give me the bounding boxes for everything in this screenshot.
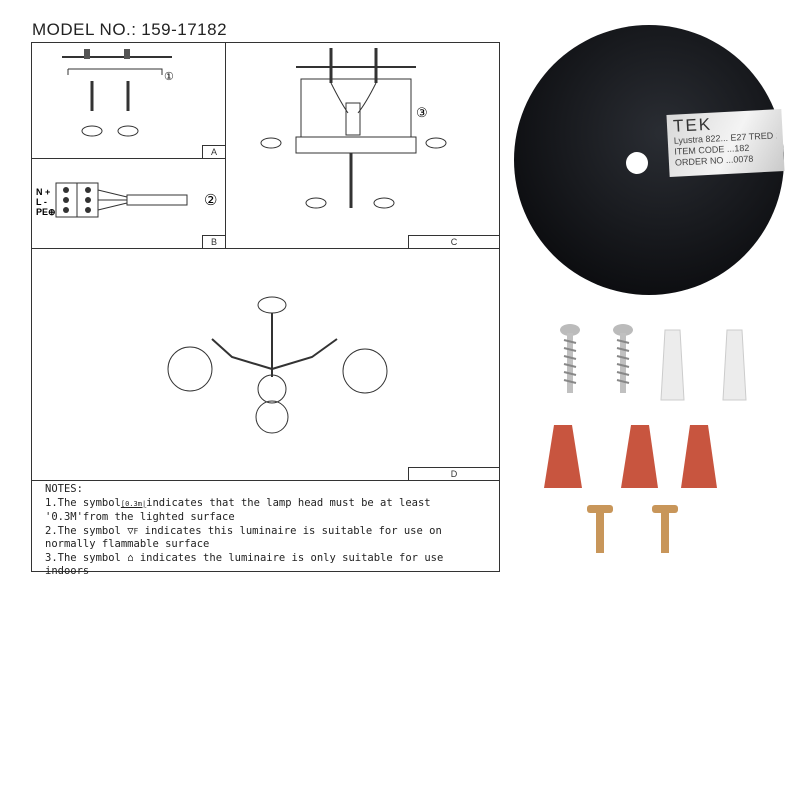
note-1-prefix: 1.The symbol	[45, 496, 121, 509]
note-3-prefix: 3.The symbol	[45, 551, 121, 564]
indoor-house-icon: ⌂	[127, 551, 134, 564]
terminal-l: L -	[36, 197, 47, 207]
ceiling-screw-diagram	[62, 49, 172, 137]
product-label: TEK Lyustra 822... E27 TRED 1on ITEM COD…	[666, 109, 785, 177]
panel-a: A	[31, 42, 226, 159]
note-2: 2.The symbol ▽F indicates this luminaire…	[45, 525, 486, 552]
note-1-text: indicates that the lamp head must be at …	[45, 496, 431, 524]
distance-symbol-icon: [0.3m|	[120, 499, 147, 508]
model-label: MODEL NO.:	[32, 20, 137, 39]
panel-c: ③ C	[225, 42, 500, 249]
step-2-marker: ②	[204, 192, 218, 209]
wood-screws	[560, 324, 633, 393]
note-1: 1.The symbol[0.3m|indicates that the lam…	[45, 497, 486, 525]
step-3-marker: ③	[416, 105, 428, 120]
panel-b: ② N + L - PE⊕ B	[31, 158, 226, 249]
notes-title: NOTES:	[45, 483, 83, 495]
panel-d: D	[31, 248, 500, 481]
terminal-n: N +	[36, 187, 51, 197]
canopy-mounting-diagram	[260, 48, 447, 209]
panel-a-tag: A	[202, 145, 225, 158]
model-number: MODEL NO.: 159-17182	[32, 20, 227, 40]
model-value: 159-17182	[141, 20, 228, 39]
notes-section: NOTES: 1.The symbol[0.3m|indicates that …	[31, 480, 500, 577]
distance-symbol-text: 0.3m	[125, 499, 142, 508]
wall-anchors	[660, 329, 747, 401]
note-3-text: indicates the luminaire is only suitable…	[45, 551, 444, 578]
canopy-center-hole	[626, 152, 648, 174]
step-1-label: ①	[164, 71, 174, 83]
panel-b-tag: B	[202, 235, 225, 248]
note-2-text: indicates this luminaire is suitable for…	[45, 524, 442, 551]
terminal-pe: PE⊕	[36, 207, 56, 217]
note-3: 3.The symbol ⌂ indicates the luminaire i…	[45, 552, 486, 579]
wiring-terminal-diagram	[55, 182, 188, 218]
brass-screws	[587, 505, 678, 553]
panel-c-tag: C	[408, 235, 499, 248]
wire-nuts	[544, 425, 717, 488]
panel-d-tag: D	[408, 467, 499, 480]
flammable-surface-icon: ▽F	[127, 524, 139, 537]
chandelier-drawing	[167, 296, 388, 434]
note-2-prefix: 2.The symbol	[45, 524, 121, 537]
flammable-symbol-text: F	[133, 526, 139, 536]
